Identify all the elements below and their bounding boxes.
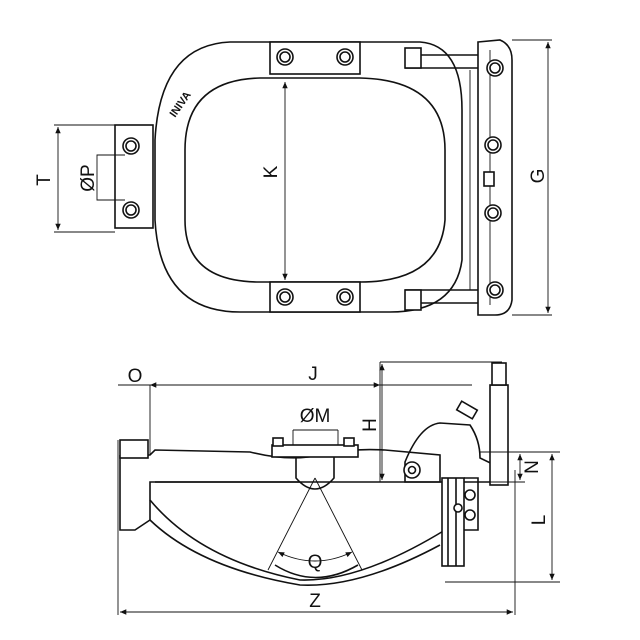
dim-O: O — [128, 366, 143, 387]
dim-L: L — [529, 515, 550, 526]
dim-T: T — [34, 174, 55, 186]
dim-P: ØP — [78, 164, 99, 191]
dim-Q: Q — [308, 552, 323, 573]
dim-Z: Z — [309, 591, 321, 612]
dim-K: K — [261, 165, 282, 178]
dim-N: N — [522, 460, 543, 474]
dim-G: G — [528, 169, 549, 184]
dim-M: ØM — [300, 406, 331, 427]
ring-inner — [184, 77, 446, 283]
ring-outer — [154, 41, 463, 313]
side-view: J O H ØM N L Z Q — [117, 361, 560, 615]
logo: INIVA — [168, 89, 194, 119]
dim-H: H — [360, 418, 381, 432]
dim-J: J — [308, 364, 318, 385]
hinge-bar — [477, 39, 513, 316]
clamp-body — [120, 448, 446, 581]
top-view: INIVA K G T ØP — [34, 39, 552, 316]
